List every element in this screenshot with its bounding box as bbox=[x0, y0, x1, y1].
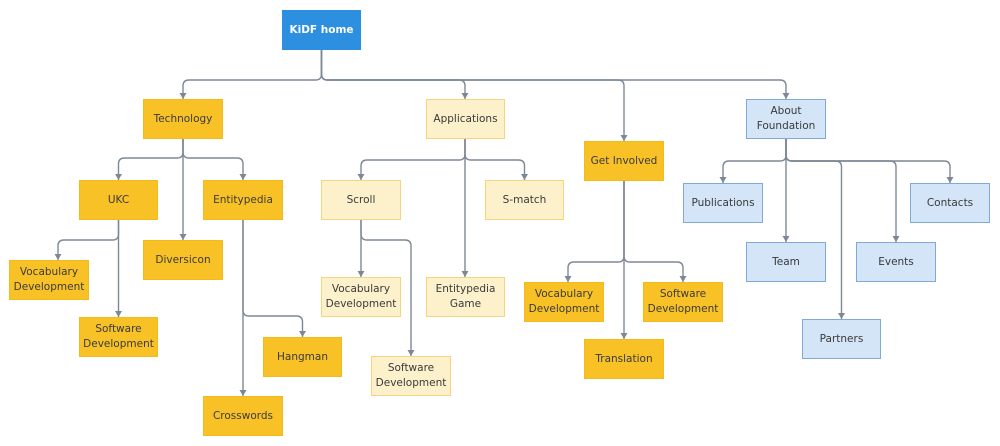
edge-scroll-vocabulary-arrowhead bbox=[357, 271, 365, 277]
node-diversicon[interactable]: Diversicon bbox=[143, 240, 223, 280]
edge-applications-game-arrowhead bbox=[461, 271, 469, 277]
edge-root-applications bbox=[320, 50, 466, 99]
node-tech-vocabulary-development[interactable]: Vocabulary Development bbox=[9, 260, 89, 300]
node-root[interactable]: KiDF home bbox=[282, 10, 361, 50]
node-ukc[interactable]: UKC bbox=[79, 180, 158, 220]
node-contacts[interactable]: Contacts bbox=[910, 183, 990, 223]
edge-about-partners-arrowhead bbox=[838, 313, 845, 319]
edge-about-contacts-arrowhead bbox=[946, 177, 954, 183]
edge-about-publications bbox=[722, 139, 787, 183]
edge-technology-entitypedia bbox=[182, 139, 244, 180]
node-get-involved[interactable]: Get Involved bbox=[584, 141, 664, 181]
edge-applications-smatch bbox=[464, 139, 526, 180]
edge-about-partners bbox=[785, 139, 843, 319]
node-translation[interactable]: Translation bbox=[584, 339, 664, 379]
edge-scroll-software bbox=[360, 220, 412, 356]
node-gi-vocabulary-development[interactable]: Vocabulary Development bbox=[524, 282, 604, 322]
edge-technology-ukc-arrowhead bbox=[115, 174, 122, 180]
edge-root-technology bbox=[182, 50, 323, 99]
edge-gi-vocabulary-arrowhead bbox=[564, 276, 572, 282]
node-partners[interactable]: Partners bbox=[802, 319, 881, 359]
node-hangman[interactable]: Hangman bbox=[263, 337, 342, 377]
edge-ukc-vocabulary-arrowhead bbox=[54, 254, 62, 260]
edge-gi-vocabulary bbox=[567, 181, 625, 282]
edge-applications-scroll bbox=[360, 139, 466, 180]
node-s-match[interactable]: S-match bbox=[485, 180, 564, 220]
edge-about-publications-arrowhead bbox=[719, 177, 727, 183]
node-publications[interactable]: Publications bbox=[683, 183, 763, 223]
node-about-foundation[interactable]: About Foundation bbox=[746, 99, 826, 139]
node-gi-software-development[interactable]: Software Development bbox=[643, 282, 723, 322]
node-entitypedia[interactable]: Entitypedia bbox=[203, 180, 283, 220]
edge-about-contacts bbox=[785, 139, 951, 183]
node-crosswords[interactable]: Crosswords bbox=[203, 396, 283, 436]
edge-gi-translation-arrowhead bbox=[620, 333, 628, 339]
node-technology[interactable]: Technology bbox=[143, 99, 223, 139]
edge-technology-entitypedia-arrowhead bbox=[239, 174, 247, 180]
edge-gi-software-arrowhead bbox=[679, 276, 687, 282]
edge-root-about-arrowhead bbox=[782, 93, 790, 99]
edge-gi-software bbox=[623, 181, 684, 282]
node-tech-software-development[interactable]: Software Development bbox=[79, 317, 158, 357]
node-scroll-vocabulary-development[interactable]: Vocabulary Development bbox=[321, 277, 401, 317]
edge-applications-smatch-arrowhead bbox=[521, 174, 528, 180]
edge-about-team-arrowhead bbox=[782, 236, 790, 242]
edge-entitypedia-hangman-arrowhead bbox=[299, 331, 306, 337]
node-team[interactable]: Team bbox=[746, 242, 826, 282]
node-applications[interactable]: Applications bbox=[426, 99, 505, 139]
edge-root-about bbox=[320, 50, 787, 99]
edge-entitypedia-hangman bbox=[242, 220, 304, 337]
node-events[interactable]: Events bbox=[856, 242, 936, 282]
edge-about-events-arrowhead bbox=[892, 236, 900, 242]
edge-technology-diversicon-arrowhead bbox=[179, 234, 187, 240]
edge-root-get-involved-arrowhead bbox=[620, 135, 628, 141]
edge-root-applications-arrowhead bbox=[461, 93, 469, 99]
node-scroll[interactable]: Scroll bbox=[321, 180, 401, 220]
node-scroll-software-development[interactable]: Software Development bbox=[371, 356, 451, 396]
edge-scroll-software-arrowhead bbox=[407, 350, 415, 356]
edge-entitypedia-crosswords-arrowhead bbox=[239, 390, 247, 396]
node-entitypedia-game[interactable]: Entitypedia Game bbox=[426, 277, 505, 317]
edge-applications-scroll-arrowhead bbox=[357, 174, 365, 180]
edge-root-technology-arrowhead bbox=[179, 93, 187, 99]
edge-technology-ukc bbox=[117, 139, 184, 180]
edge-ukc-software-arrowhead bbox=[115, 311, 122, 317]
edge-ukc-vocabulary bbox=[57, 220, 120, 260]
